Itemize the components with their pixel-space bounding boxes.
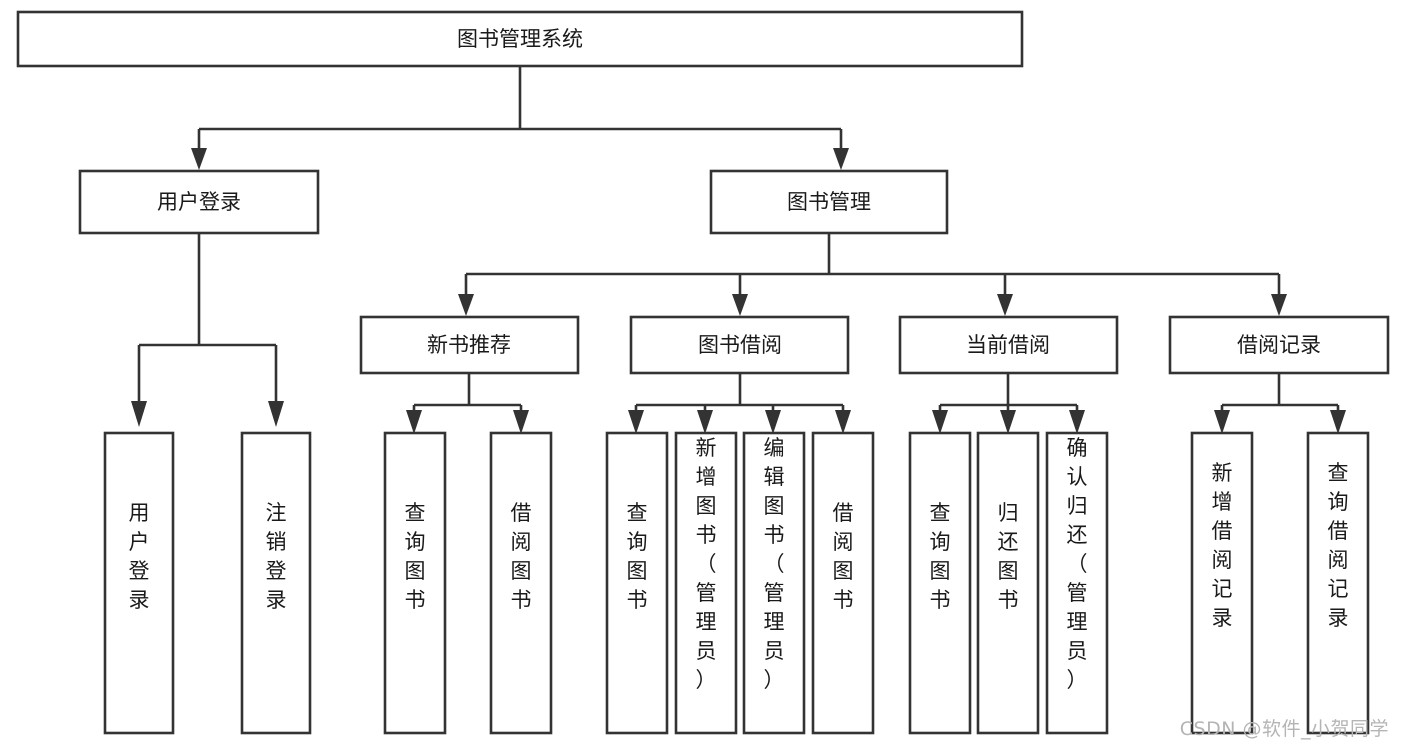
leaf-edit-book-label: 编辑图书（管理员）: [764, 436, 785, 692]
leaf-borrow-book-2-label: 借阅图书: [833, 501, 854, 612]
leaf-query-book-3-box[interactable]: [908, 431, 972, 735]
leaf-user-login-label: 用户登录: [129, 501, 150, 612]
node-user-login-box[interactable]: [78, 169, 320, 235]
arrow-to-leaf-confirm-return: [1069, 410, 1085, 434]
node-borrow-record-box[interactable]: [1168, 315, 1390, 375]
leaf-user-login-box[interactable]: [103, 431, 175, 735]
leaf-add-record-box[interactable]: [1190, 431, 1254, 735]
arrow-to-leaf-borrow-book-2: [835, 410, 851, 434]
leaf-borrow-book-1[interactable]: 借阅图书: [489, 431, 553, 735]
leaf-query-book-3[interactable]: 查询图书: [908, 431, 972, 735]
arrow-to-current-borrow: [997, 294, 1013, 316]
arrow-to-leaf-borrow-book-1: [513, 410, 529, 434]
leaf-query-book-1-box[interactable]: [383, 431, 447, 735]
arrow-to-book-management: [833, 148, 849, 170]
connector-userlogin-to-leaves: [131, 233, 284, 427]
node-user-login-label: 用户登录: [157, 190, 241, 214]
arrow-to-new-book-recommend: [458, 294, 474, 316]
leaf-query-book-2[interactable]: 查询图书: [605, 431, 669, 735]
connector-bookmgmt-to-level3: [458, 233, 1287, 316]
leaf-user-logout[interactable]: 注销登录: [240, 431, 312, 735]
node-current-borrow-label: 当前借阅: [966, 333, 1050, 357]
leaf-query-book-1-label: 查询图书: [405, 501, 426, 612]
leaf-add-book[interactable]: 新增图书（管理员）: [674, 431, 738, 735]
arrow-to-book-borrow: [732, 294, 748, 316]
leaf-query-book-2-box[interactable]: [605, 431, 669, 735]
arrow-to-leaf-return-book: [1000, 410, 1016, 434]
node-book-borrow-label: 图书借阅: [698, 333, 782, 357]
node-new-book-recommend[interactable]: 新书推荐: [359, 315, 580, 375]
node-root-box[interactable]: [16, 10, 1024, 68]
leaf-confirm-return[interactable]: 确认归还（管理员）: [1045, 431, 1109, 735]
leaf-edit-book[interactable]: 编辑图书（管理员）: [742, 431, 806, 735]
leaf-add-record[interactable]: 新增借阅记录: [1190, 431, 1254, 735]
arrow-to-user-login: [191, 148, 207, 170]
connector-borrowrecord-to-leaves: [1214, 373, 1346, 434]
connector-bookborrow-to-leaves: [628, 373, 851, 434]
node-new-book-recommend-box[interactable]: [359, 315, 580, 375]
leaf-borrow-book-2[interactable]: 借阅图书: [811, 431, 875, 735]
leaf-borrow-book-2-box[interactable]: [811, 431, 875, 735]
connector-currentborrow-to-leaves: [932, 373, 1085, 434]
leaf-borrow-book-1-box[interactable]: [489, 431, 553, 735]
leaf-query-record-label: 查询借阅记录: [1328, 461, 1349, 630]
arrow-to-leaf-query-book-2: [628, 410, 644, 434]
leaf-return-book-label: 归还图书: [998, 501, 1019, 612]
node-current-borrow-box[interactable]: [898, 315, 1119, 375]
arrow-to-leaf-add-record: [1214, 410, 1230, 434]
arrow-to-leaf-user-login: [131, 401, 147, 427]
node-root-label: 图书管理系统: [457, 27, 583, 51]
arrow-to-leaf-edit-book: [765, 410, 781, 434]
leaf-add-book-label: 新增图书（管理员）: [696, 436, 717, 692]
node-book-borrow[interactable]: 图书借阅: [629, 315, 850, 375]
leaf-edit-book-box[interactable]: [742, 431, 806, 735]
node-new-book-recommend-label: 新书推荐: [427, 333, 511, 357]
node-book-borrow-box[interactable]: [629, 315, 850, 375]
node-borrow-record-label: 借阅记录: [1237, 333, 1321, 357]
leaf-query-record[interactable]: 查询借阅记录: [1306, 431, 1370, 735]
arrow-to-leaf-query-book-1: [406, 410, 422, 434]
leaf-confirm-return-box[interactable]: [1045, 431, 1109, 735]
leaf-borrow-book-1-label: 借阅图书: [511, 501, 532, 612]
node-book-management-box[interactable]: [709, 169, 949, 235]
connector-root-to-level2: [191, 66, 849, 170]
node-root[interactable]: 图书管理系统: [16, 10, 1024, 68]
leaf-query-book-2-label: 查询图书: [627, 501, 648, 612]
node-borrow-record[interactable]: 借阅记录: [1168, 315, 1390, 375]
leaf-query-book-1[interactable]: 查询图书: [383, 431, 447, 735]
node-book-management[interactable]: 图书管理: [709, 169, 949, 235]
leaf-return-book-box[interactable]: [976, 431, 1040, 735]
connector-newbook-to-leaves: [406, 373, 529, 434]
leaf-user-logout-box[interactable]: [240, 431, 312, 735]
leaf-add-book-box[interactable]: [674, 431, 738, 735]
node-book-management-label: 图书管理: [787, 190, 871, 214]
leaf-return-book[interactable]: 归还图书: [976, 431, 1040, 735]
leaf-add-record-label: 新增借阅记录: [1212, 461, 1233, 630]
leaf-query-book-3-label: 查询图书: [930, 501, 951, 612]
arrow-to-leaf-query-record: [1330, 410, 1346, 434]
leaf-user-login[interactable]: 用户登录: [103, 431, 175, 735]
leaf-confirm-return-label: 确认归还（管理员）: [1067, 436, 1088, 692]
arrow-to-leaf-query-book-3: [932, 410, 948, 434]
node-current-borrow[interactable]: 当前借阅: [898, 315, 1119, 375]
arrow-to-borrow-record: [1271, 294, 1287, 316]
arrow-to-leaf-add-book: [697, 410, 713, 434]
node-user-login[interactable]: 用户登录: [78, 169, 320, 235]
arrow-to-leaf-user-logout: [268, 401, 284, 427]
leaf-query-record-box[interactable]: [1306, 431, 1370, 735]
leaf-user-logout-label: 注销登录: [266, 501, 287, 612]
